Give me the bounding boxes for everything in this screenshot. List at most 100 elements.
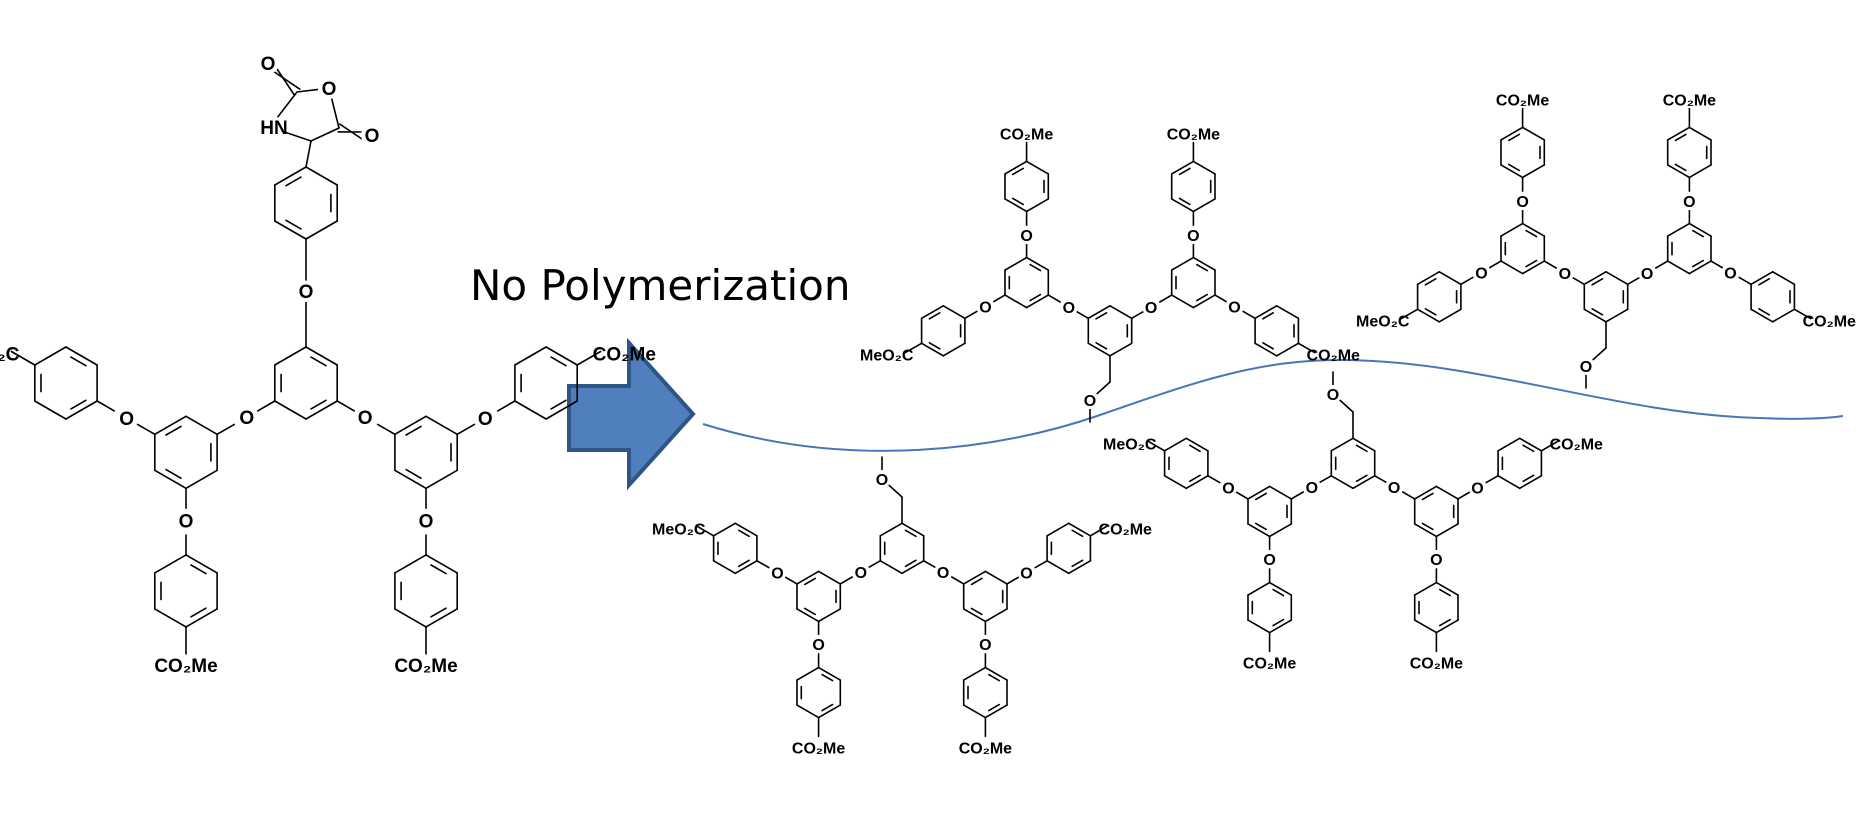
bond — [817, 666, 842, 681]
oxygen-atom-bg — [175, 509, 197, 532]
oxygen-atom-bg — [1081, 391, 1099, 409]
bond — [1771, 308, 1796, 323]
bond — [879, 522, 903, 537]
oxygen-atom: O — [239, 408, 254, 429]
bond — [277, 91, 298, 118]
oxygen-atom-bg — [1427, 549, 1446, 568]
bond — [514, 346, 547, 366]
bond — [796, 608, 820, 623]
bond — [734, 559, 758, 575]
bond — [1674, 163, 1687, 172]
oxygen-atom-bg — [1142, 298, 1161, 316]
bond — [920, 342, 945, 357]
oxygen-atom-bg — [354, 406, 377, 429]
bond — [1400, 308, 1419, 320]
bond — [1521, 126, 1546, 141]
bond — [1413, 485, 1438, 500]
bond — [962, 570, 987, 585]
bond — [962, 704, 987, 719]
bond — [1438, 308, 1462, 323]
bond — [394, 608, 427, 628]
bond — [1500, 126, 1524, 141]
oxygen-atom-bg — [1184, 226, 1203, 245]
oxygen-atom-bg — [115, 407, 138, 430]
bond — [1254, 304, 1278, 320]
bond — [1247, 523, 1271, 538]
bond — [394, 469, 427, 490]
bond — [817, 570, 842, 585]
bond — [987, 673, 1001, 682]
oxygen-atom-bg — [318, 77, 340, 99]
bond — [1192, 160, 1216, 175]
bond — [1435, 619, 1459, 634]
bond — [296, 88, 319, 93]
bond — [65, 400, 98, 420]
bond — [1170, 160, 1195, 175]
bond — [817, 704, 842, 719]
oxygen-atom: O — [1187, 228, 1199, 245]
bond — [1025, 160, 1050, 175]
oxygen-atom: O — [358, 408, 373, 429]
oxygen-atom: O — [979, 299, 991, 316]
bond — [1688, 260, 1712, 275]
bond — [992, 294, 1006, 303]
bond — [1196, 263, 1208, 272]
oxygen-atom: O — [1388, 480, 1400, 497]
bond — [1692, 229, 1704, 238]
oxygen-atom: O — [1222, 481, 1234, 498]
methyl-ester-label: CO₂Me — [1000, 127, 1053, 144]
bond — [1521, 164, 1546, 179]
oxygen-atom: O — [1516, 194, 1528, 211]
bond — [1163, 474, 1188, 490]
bond — [1666, 164, 1691, 179]
oxygen-atom-bg — [361, 124, 383, 146]
bond — [425, 554, 459, 574]
bond — [1352, 437, 1376, 452]
bond — [425, 469, 459, 490]
bond — [1500, 222, 1524, 237]
bond — [1497, 474, 1521, 490]
bond — [1011, 197, 1025, 206]
bond — [1011, 167, 1025, 176]
bond — [1192, 294, 1216, 309]
bond — [70, 356, 87, 367]
no-polymerization-caption: No Polymerization — [470, 261, 850, 310]
bond — [1262, 311, 1274, 320]
bond — [1508, 163, 1520, 172]
bond — [1004, 294, 1028, 309]
reaction-arrow — [567, 337, 696, 491]
bond — [1413, 581, 1438, 596]
oxygen-atom-bg — [873, 470, 891, 488]
bond — [712, 559, 737, 575]
bond — [154, 469, 187, 490]
bond — [154, 415, 187, 436]
bond — [1402, 491, 1416, 500]
bond — [901, 522, 925, 537]
oxygen-atom: O — [1084, 393, 1096, 410]
bond — [1255, 522, 1267, 531]
bond — [984, 666, 1008, 681]
bond — [1525, 259, 1538, 268]
bond — [796, 570, 820, 585]
bond — [756, 559, 770, 569]
bond — [1147, 440, 1166, 452]
oxygen-atom: O — [299, 282, 314, 303]
bond — [1435, 581, 1459, 596]
oxygen-atom-bg — [1638, 264, 1657, 282]
bond — [1071, 529, 1084, 538]
nh-label: HN — [260, 118, 287, 139]
oxygen-atom-bg — [1555, 264, 1574, 282]
bond — [1421, 522, 1434, 531]
oxygen-atom-bg — [1017, 563, 1036, 582]
bond — [1290, 491, 1304, 500]
methyl-ester-label: CO₂Me — [1243, 655, 1296, 672]
bond — [1605, 270, 1629, 286]
bond — [1004, 198, 1028, 213]
bond — [1029, 263, 1042, 272]
bond — [1109, 304, 1133, 320]
bond — [696, 525, 715, 537]
bond — [310, 356, 327, 367]
bond — [962, 666, 987, 681]
